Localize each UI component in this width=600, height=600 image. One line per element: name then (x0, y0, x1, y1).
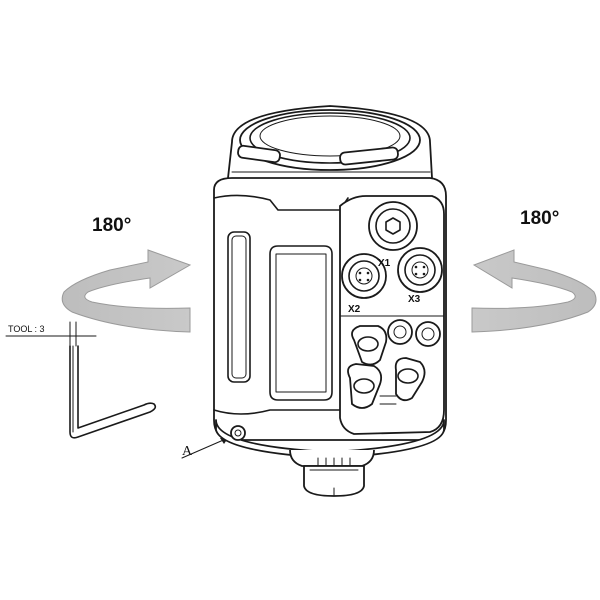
left-angle-label: 180° (92, 215, 131, 236)
device: X1 X2 X3 (213, 105, 447, 497)
connector-x3-label: X3 (408, 294, 421, 305)
connector-x2 (341, 253, 387, 299)
bottom-base (215, 419, 445, 497)
hex-bolt-icon (368, 201, 418, 251)
hex-key-icon (69, 345, 157, 439)
rotate-arrow-right-icon (61, 249, 192, 333)
connector-x1-label: X1 (378, 258, 391, 269)
tool-label: TOOL : 3 (8, 324, 45, 334)
top-cap (227, 105, 433, 201)
right-angle-label: 180° (520, 208, 559, 229)
connector-x2-label: X2 (348, 304, 361, 315)
rotate-arrow-left-icon (471, 249, 597, 333)
connector-x3 (397, 247, 443, 293)
reference-a-callout: A (181, 437, 229, 459)
tool-callout: TOOL : 3 (5, 321, 97, 347)
pneumatic-fittings (347, 319, 441, 409)
reference-a-label: A (182, 444, 193, 459)
